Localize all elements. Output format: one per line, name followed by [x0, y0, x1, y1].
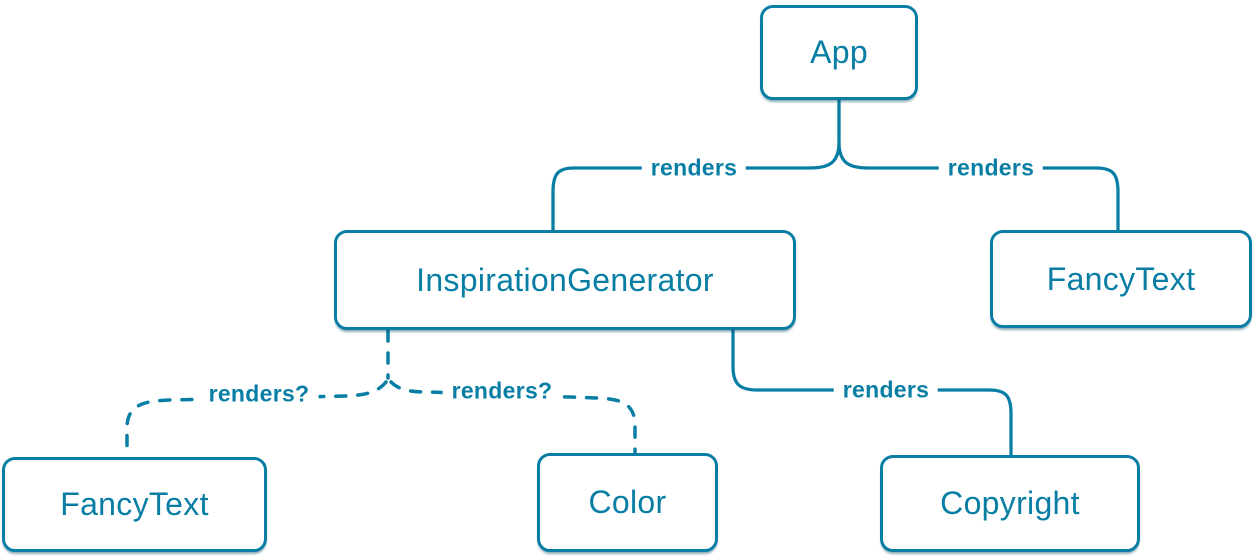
- node-app: App: [760, 5, 918, 100]
- edge-inspirationgenerator-fancytext: [125, 380, 388, 458]
- edge-inspirationgenerator-color: [389, 380, 637, 454]
- node-copyright-label: Copyright: [940, 485, 1080, 521]
- edge-label-renders-inspirationgenerator-color: renders?: [442, 375, 562, 407]
- edge-app-fancytext: [837, 140, 1120, 233]
- node-app-label: App: [810, 34, 868, 70]
- node-inspiration-generator-label: InspirationGenerator: [416, 261, 714, 298]
- node-copyright: Copyright: [880, 455, 1140, 552]
- node-fancy-text-bottom: FancyText: [2, 457, 267, 552]
- node-fancy-text-top-label: FancyText: [1046, 260, 1196, 297]
- edge-label-renders-app-inspirationgenerator: renders: [641, 152, 747, 184]
- node-inspiration-generator: InspirationGenerator: [334, 230, 796, 330]
- node-color-label: Color: [588, 484, 667, 520]
- edge-label-renders-app-fancytext: renders: [938, 152, 1044, 184]
- node-color: Color: [537, 453, 718, 552]
- edge-label-renders-inspirationgenerator-copyright: renders: [833, 374, 939, 406]
- edge-label-renders-inspirationgenerator-fancytext: renders?: [199, 378, 319, 410]
- node-fancy-text-bottom-label: FancyText: [60, 486, 209, 522]
- node-fancy-text-top: FancyText: [990, 230, 1252, 328]
